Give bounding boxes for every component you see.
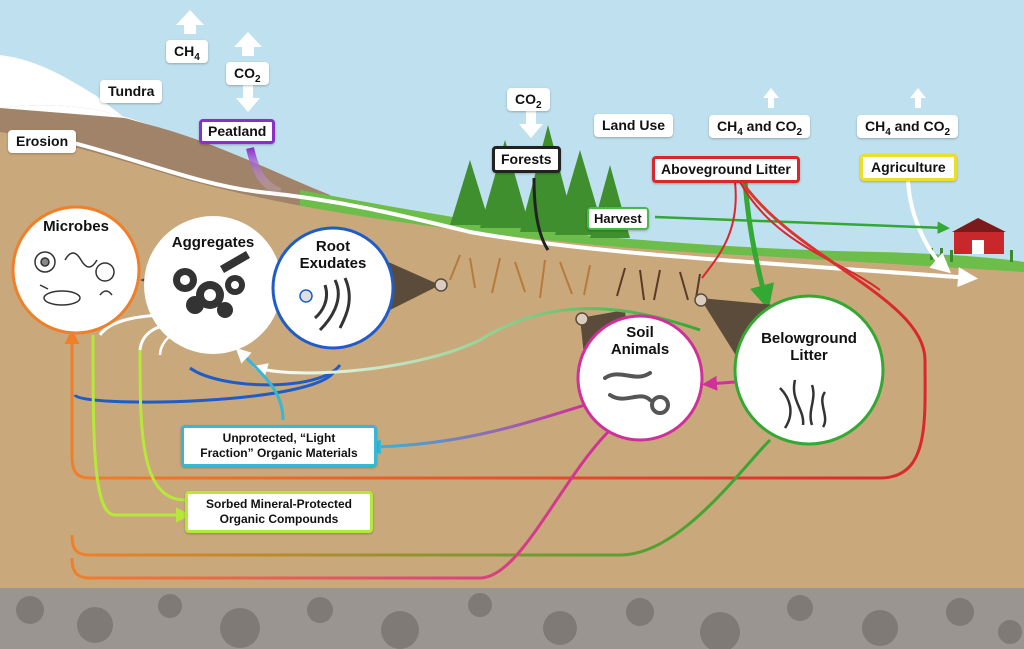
- co2-forests-label: CO2: [507, 88, 550, 111]
- sorbed-box: Sorbed Mineral-Protected Organic Compoun…: [185, 491, 373, 533]
- belowground-litter-line1: Belowground: [761, 330, 857, 347]
- ch4-label: CH4: [166, 40, 208, 63]
- belowground-litter-title: Belowground Litter: [749, 330, 869, 364]
- agriculture-label: Agriculture: [860, 154, 957, 181]
- forests-label: Forests: [492, 146, 561, 173]
- soil-animals-title: Soil Animals: [600, 324, 680, 358]
- co2-peatland-label: CO2: [226, 62, 269, 85]
- root-exudates-line1: Root: [315, 238, 351, 255]
- sorbed-line1: Sorbed Mineral-Protected: [205, 497, 353, 511]
- light-fraction-line2: Fraction” Organic Materials: [200, 446, 358, 460]
- microbes-title: Microbes: [43, 218, 109, 235]
- light-fraction-line1: Unprotected, “Light: [222, 431, 336, 445]
- aggregates-title: Aggregates: [171, 234, 255, 251]
- soil-animals-line1: Soil: [626, 324, 654, 341]
- erosion-label: Erosion: [8, 130, 77, 153]
- light-fraction-box: Unprotected, “Light Fraction” Organic Ma…: [181, 425, 377, 467]
- root-exudates-title: Root Exudates: [293, 238, 373, 272]
- ch4-co2-landuse-label: CH4 and CO2: [709, 115, 811, 138]
- tundra-label: Tundra: [100, 80, 163, 103]
- root-exudates-line2: Exudates: [299, 255, 367, 272]
- aboveground-litter-label: Aboveground Litter: [652, 156, 800, 183]
- harvest-label: Harvest: [587, 207, 649, 230]
- sorbed-line2: Organic Compounds: [219, 512, 339, 526]
- belowground-litter-line2: Litter: [790, 347, 828, 364]
- ch4-co2-agriculture-label: CH4 and CO2: [857, 115, 959, 138]
- peatland-label: Peatland: [199, 119, 276, 144]
- land-use-label: Land Use: [594, 114, 674, 137]
- soil-animals-line2: Animals: [610, 341, 670, 358]
